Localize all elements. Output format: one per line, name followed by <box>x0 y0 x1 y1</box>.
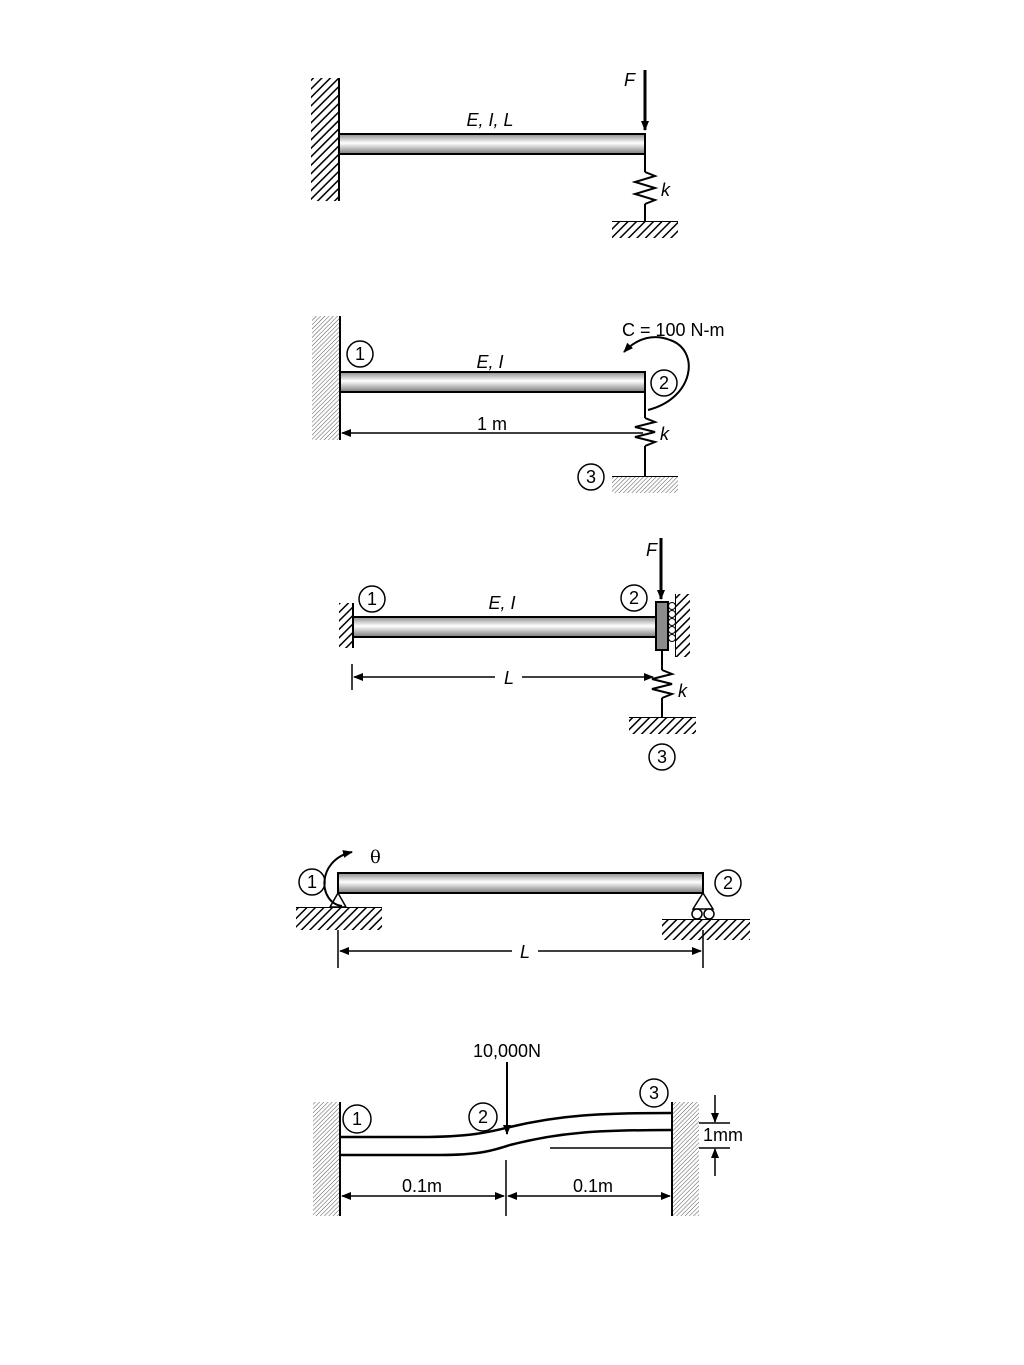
node-2-label: 2 <box>723 873 733 893</box>
spring <box>651 650 676 718</box>
node-1-label: 1 <box>352 1109 362 1129</box>
ground <box>612 477 678 493</box>
guide-rollers <box>668 602 676 642</box>
span-2-label: 0.1m <box>573 1176 613 1196</box>
ground <box>612 222 678 238</box>
diagram-5-deflected-beam: 10,000N 1 2 3 1mm 0.1m 0.1m <box>313 1041 743 1216</box>
length-label: 1 m <box>477 414 507 434</box>
ground <box>629 718 696 734</box>
beam <box>352 616 657 638</box>
pin-support <box>296 891 382 930</box>
node-3-label: 3 <box>649 1083 659 1103</box>
diagram-1-cantilever-spring: E, I, L F k <box>311 70 678 238</box>
beam <box>339 371 646 393</box>
rotation-arrow <box>323 850 353 907</box>
node-1-label: 1 <box>367 589 377 609</box>
fixed-wall <box>312 316 340 440</box>
left-fixed-wall <box>313 1102 340 1216</box>
spring-label: k <box>678 681 688 701</box>
displacement-label: 1mm <box>703 1125 743 1145</box>
spring <box>631 154 659 222</box>
diagram-4-simply-supported: 1 θ 2 L <box>296 847 750 968</box>
node-3-marker <box>639 1078 669 1108</box>
length-label: L <box>504 668 514 688</box>
spring-label: k <box>660 424 670 444</box>
node-2-marker <box>650 369 678 397</box>
fixed-wall <box>311 78 339 201</box>
rotation-label: θ <box>370 847 381 868</box>
node-2-marker <box>468 1102 498 1132</box>
beam-bottom-edge <box>340 1128 673 1157</box>
roller-support <box>662 891 750 940</box>
beam-properties-label: E, I <box>476 352 503 372</box>
guide-wall <box>676 594 690 657</box>
node-2-marker <box>714 869 742 897</box>
force-label: F <box>624 70 636 90</box>
fixed-wall <box>339 603 353 648</box>
beam <box>337 872 704 894</box>
node-3-marker <box>577 463 605 491</box>
node-2-marker <box>620 584 648 612</box>
moment-arrow <box>623 336 690 411</box>
node-3-label: 3 <box>586 467 596 487</box>
node-1-marker <box>342 1104 372 1134</box>
span-1-label: 0.1m <box>402 1176 442 1196</box>
node-1-label: 1 <box>307 872 317 892</box>
force-label: F <box>646 540 658 560</box>
node-2-label: 2 <box>478 1107 488 1127</box>
node-3-label: 3 <box>657 747 667 767</box>
beam-properties-label: E, I, L <box>466 110 513 130</box>
right-fixed-wall <box>672 1102 699 1216</box>
diagram-2-cantilever-moment: 1 E, I 2 C = 100 N-m 1 m k 3 <box>312 316 725 493</box>
spring-label: k <box>661 180 671 200</box>
beam-properties-label: E, I <box>488 593 515 613</box>
node-2-label: 2 <box>629 588 639 608</box>
node-1-label: 1 <box>355 344 365 364</box>
load-label: 10,000N <box>473 1041 541 1061</box>
length-label: L <box>520 942 530 962</box>
guide-block <box>655 601 669 651</box>
beam <box>338 133 646 155</box>
node-1-marker <box>346 340 374 368</box>
node-2-label: 2 <box>659 373 669 393</box>
node-1-marker <box>358 585 386 613</box>
moment-label: C = 100 N-m <box>622 320 725 340</box>
diagram-3-guided-end-spring: 1 E, I 2 F L k 3 <box>339 538 696 771</box>
node-3-marker <box>648 743 676 771</box>
spring <box>634 392 659 477</box>
